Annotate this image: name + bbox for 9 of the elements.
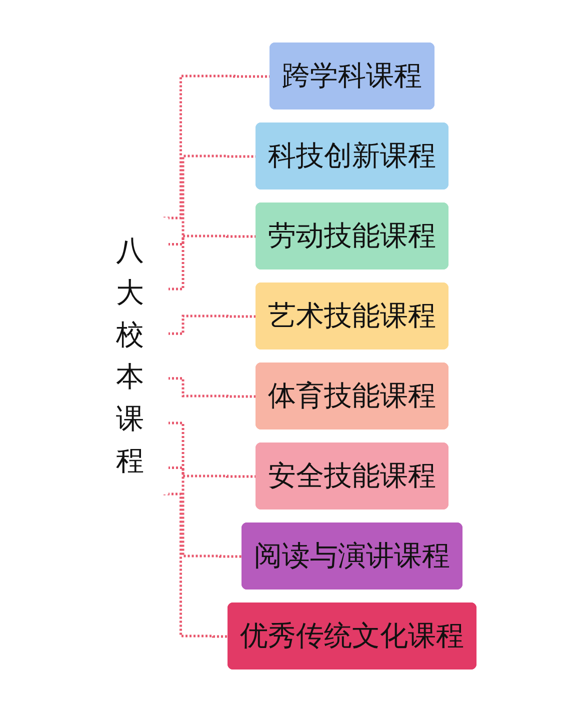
connector — [168, 466, 242, 558]
node-text: 八大校本课程 — [116, 234, 144, 477]
connector — [163, 74, 270, 220]
connector — [168, 154, 256, 246]
connector — [168, 422, 256, 478]
connector — [168, 314, 256, 335]
connector — [163, 492, 228, 638]
connector — [168, 234, 256, 290]
connector — [168, 377, 256, 398]
